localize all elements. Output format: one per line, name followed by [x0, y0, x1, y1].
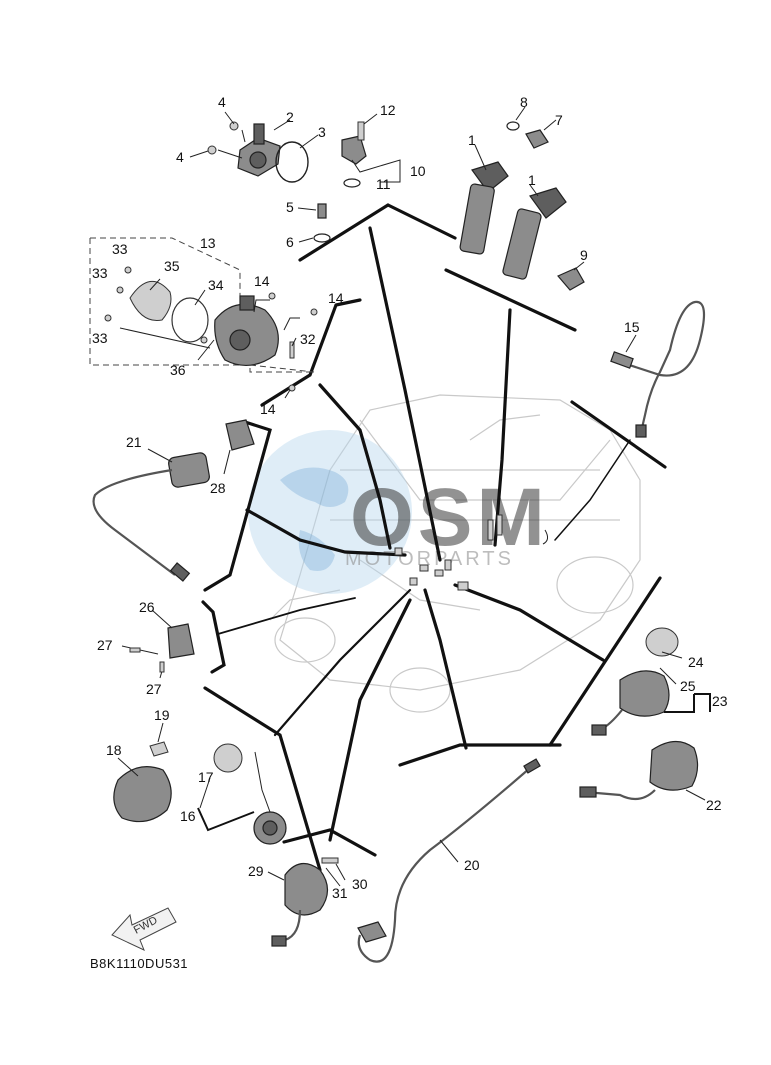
callout-15: 15 — [624, 319, 640, 335]
callout-14b: 14 — [328, 290, 344, 306]
callout-4b: 4 — [176, 149, 184, 165]
callout-12: 12 — [380, 102, 396, 118]
callout-5: 5 — [286, 199, 294, 215]
callout-18: 18 — [106, 742, 122, 758]
callout-3: 3 — [318, 124, 326, 140]
callout-26: 26 — [139, 599, 155, 615]
callout-16: 16 — [180, 808, 196, 824]
callout-2: 2 — [286, 109, 294, 125]
callout-36: 36 — [170, 362, 186, 378]
callout-14a: 14 — [254, 273, 270, 289]
callout-1a: 1 — [468, 132, 476, 148]
sensor-7-group — [506, 106, 557, 149]
sensor-10-group — [341, 113, 401, 188]
callout-31: 31 — [332, 885, 348, 901]
callout-24: 24 — [688, 654, 704, 670]
callout-27a: 27 — [97, 637, 113, 653]
forward-arrow-icon: FWD — [111, 907, 177, 951]
sensor-9 — [557, 261, 585, 291]
callout-11: 11 — [376, 176, 391, 192]
watermark-sub: MOTORPARTS — [345, 548, 514, 570]
callout-4a: 4 — [218, 94, 226, 110]
ignition-coils — [459, 144, 567, 280]
center-connectors — [394, 514, 549, 591]
sensor-5-group — [297, 203, 331, 243]
vehicle-outline — [269, 394, 641, 713]
callout-27b: 27 — [146, 681, 162, 697]
callout-33a: 33 — [112, 241, 128, 257]
callout-34: 34 — [208, 277, 224, 293]
callout-25: 25 — [680, 678, 696, 694]
sensor-23-group — [591, 627, 711, 736]
sensor-21 — [92, 448, 210, 582]
sensor-29-group — [267, 857, 346, 947]
callout-33b: 33 — [92, 265, 108, 281]
callout-21: 21 — [126, 434, 142, 450]
diagram-code: B8K1110DU531 — [90, 956, 188, 971]
throttle-group — [89, 237, 318, 399]
switch-18-group — [113, 722, 172, 823]
callout-19: 19 — [154, 707, 170, 723]
callout-17: 17 — [198, 769, 214, 785]
o2-sensor-15 — [610, 300, 706, 438]
cable-20 — [357, 758, 541, 963]
callout-22: 22 — [706, 797, 722, 813]
callout-35: 35 — [164, 258, 180, 274]
callout-13: 13 — [200, 235, 216, 251]
callout-23: 23 — [712, 693, 728, 709]
callout-6: 6 — [286, 234, 294, 250]
callout-20: 20 — [464, 857, 480, 873]
key-switch-group — [197, 743, 287, 845]
callout-8: 8 — [520, 94, 528, 110]
callout-28: 28 — [210, 480, 226, 496]
callout-14c: 14 — [260, 401, 276, 417]
callout-10: 10 — [410, 163, 426, 179]
sensor-22 — [579, 740, 706, 801]
leader-wires — [217, 226, 631, 842]
callout-9: 9 — [580, 247, 588, 263]
zone-lines — [201, 203, 667, 872]
callout-33c: 33 — [92, 330, 108, 346]
callout-29: 29 — [248, 863, 264, 879]
callout-7: 7 — [555, 112, 563, 128]
callout-30: 30 — [352, 876, 368, 892]
relay-28 — [223, 419, 255, 475]
callout-1b: 1 — [528, 172, 536, 188]
callouts: 4 4 2 3 12 10 11 8 7 1 1 5 6 9 13 33 33 … — [92, 94, 728, 901]
relay-26-group — [121, 609, 195, 679]
crank-sensor-group — [189, 111, 319, 183]
callout-32: 32 — [300, 331, 316, 347]
